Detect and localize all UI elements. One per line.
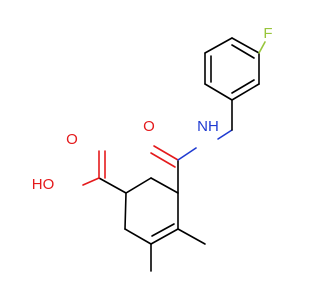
carbonyl-oxygen-label: O: [143, 118, 155, 135]
ring-bond-c6-c1: [150, 177, 179, 194]
amide-nitrogen-label: NH: [197, 118, 219, 135]
amide-c-o-double: [153, 145, 179, 161]
n-ch2-bond: [217, 129, 233, 140]
aryl-bond-3: [204, 37, 233, 54]
ring-bond-c1-c2: [125, 177, 152, 194]
carboxyl-c-oh-bond: [82, 177, 100, 186]
molecule-canvas: F O NH O HO: [31, 24, 273, 272]
ring-double-bond-c4-c5: [151, 223, 175, 237]
carboxyl-carbon-bond: [98, 177, 127, 194]
atom-labels: F O NH O HO: [32, 25, 273, 193]
aryl-bond-4: [231, 37, 260, 54]
amide-c-n-bond: [177, 147, 197, 161]
fluorine-label: F: [263, 25, 272, 42]
aryl-double-bond-4: [231, 44, 255, 59]
structure-diagram: F O NH O HO: [32, 25, 273, 272]
ring-bond-c4-c5: [150, 228, 179, 245]
ring-bond-c3-c4: [124, 228, 152, 245]
hydroxyl-label: HO: [32, 176, 55, 193]
methyl-bond-c5: [177, 228, 206, 245]
aryl-bond-1: [204, 83, 233, 101]
acid-oxygen-label: O: [66, 131, 78, 148]
aryl-bond-6: [231, 83, 260, 101]
aryl-double-bond-6: [231, 79, 255, 94]
amide-c-o-double-second: [150, 152, 176, 168]
aryl-f-bond: [258, 41, 266, 54]
ring-bond-c2-c3: [124, 192, 127, 230]
bonds: [82, 37, 266, 272]
